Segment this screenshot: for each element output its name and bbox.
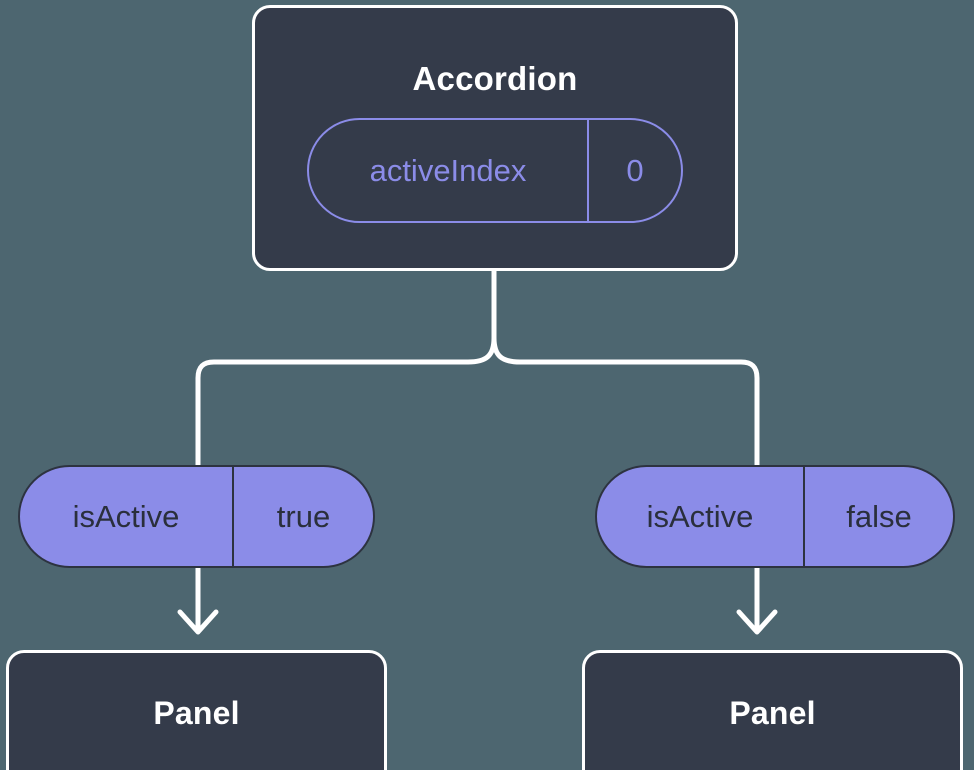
state-pill-value: 0 bbox=[587, 120, 681, 221]
state-pill-active-index[interactable]: activeIndex 0 bbox=[307, 118, 683, 223]
arrow-head-left-icon bbox=[177, 609, 219, 635]
arrow-head-right-icon bbox=[736, 609, 778, 635]
component-title-panel: Panel bbox=[729, 695, 816, 731]
branch-connector-left bbox=[195, 335, 497, 468]
component-title-panel: Panel bbox=[153, 695, 240, 731]
prop-pill-is-active-true[interactable]: isActive true bbox=[18, 465, 375, 568]
prop-pill-key: isActive bbox=[72, 498, 180, 534]
prop-pill-is-active-false[interactable]: isActive false bbox=[595, 465, 955, 568]
prop-pill-value: true bbox=[232, 467, 373, 566]
component-node-panel-left[interactable]: Panel bbox=[6, 650, 387, 770]
component-node-accordion[interactable]: Accordion bbox=[252, 5, 738, 271]
prop-pill-value: false bbox=[803, 467, 953, 566]
branch-connector-right bbox=[491, 335, 760, 468]
component-node-panel-right[interactable]: Panel bbox=[582, 650, 963, 770]
prop-pill-key: isActive bbox=[646, 498, 754, 534]
state-pill-key: activeIndex bbox=[369, 152, 527, 188]
component-title-accordion: Accordion bbox=[412, 60, 578, 97]
